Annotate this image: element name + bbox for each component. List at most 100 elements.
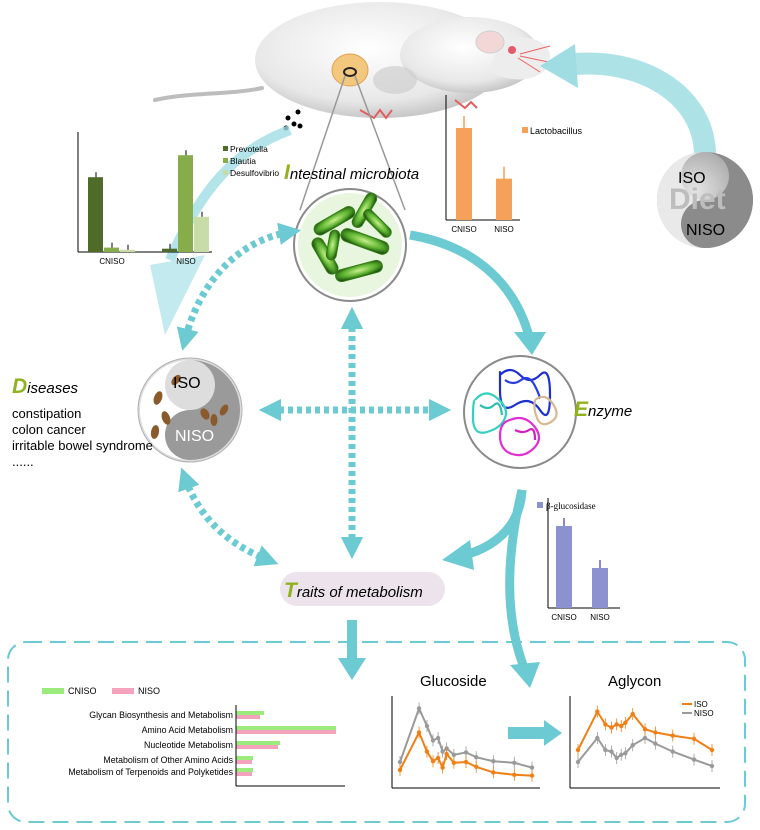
rat-illustration — [153, 2, 551, 120]
tick-label: CNISO — [99, 257, 124, 266]
data-point — [463, 750, 469, 755]
bar — [236, 745, 278, 749]
bar — [556, 526, 572, 608]
bar — [104, 247, 119, 252]
data-point — [670, 749, 675, 754]
dashed-arrows — [176, 222, 452, 567]
data-point — [670, 733, 675, 738]
bar — [592, 568, 608, 608]
legend-label: β-glucosidase — [546, 501, 596, 511]
data-point — [440, 749, 445, 754]
microbiota-circle — [293, 188, 407, 302]
diseases-yinyang — [137, 357, 243, 463]
traits-initial: T — [284, 579, 297, 602]
data-point — [619, 752, 624, 757]
data-point — [630, 711, 635, 717]
category-label: Glycan Biosynthesis and Metabolism — [89, 710, 233, 720]
diet-iso-label: ISO — [678, 170, 706, 187]
data-point — [595, 709, 600, 714]
chart-title: Glucoside — [420, 673, 487, 690]
data-point — [575, 759, 581, 765]
chart-title: Aglycon — [608, 673, 661, 690]
enzyme-circle — [463, 355, 577, 469]
data-point — [575, 747, 581, 753]
disease-item: ...... — [12, 454, 34, 469]
data-point — [623, 720, 628, 725]
data-point — [430, 759, 436, 764]
data-point — [444, 751, 449, 757]
diseases-rest: iseases — [27, 380, 79, 397]
data-point — [529, 773, 535, 778]
data-point — [642, 727, 648, 732]
traits-rest: raits of metabolism — [296, 584, 423, 601]
disease-niso-label: NISO — [175, 428, 215, 445]
data-point — [435, 755, 441, 761]
tick-label: NISO — [494, 225, 514, 234]
data-point — [416, 706, 422, 711]
data-point — [451, 752, 457, 757]
enzyme-rest: nzyme — [588, 403, 633, 420]
data-point — [491, 759, 496, 764]
data-point — [603, 747, 608, 753]
data-point — [709, 747, 715, 753]
bar — [162, 248, 177, 252]
data-point — [709, 763, 715, 769]
data-point — [491, 770, 496, 775]
category-label: Metabolism of Terpenoids and Polyketides — [68, 767, 233, 777]
microbiota-title: Intestinal microbiota — [284, 161, 419, 185]
category-label: Nucleotide Metabolism — [144, 740, 233, 750]
data-point — [642, 735, 648, 741]
enzyme-title: Enzyme — [574, 398, 632, 422]
legend-swatch — [42, 688, 64, 694]
bar — [236, 760, 252, 764]
category-label: Amino Acid Metabolism — [142, 725, 233, 735]
data-point — [691, 736, 697, 741]
traits-title: Traits of metabolism — [284, 579, 423, 603]
disease-item: irritable bowel syndrome — [12, 438, 153, 453]
diet-yinyang — [657, 152, 753, 248]
legend-swatch — [223, 170, 228, 175]
tick-label: NISO — [176, 257, 196, 266]
disease-item: colon cancer — [12, 422, 86, 437]
legend-label: NISO — [694, 709, 714, 718]
legend-swatch — [522, 127, 528, 133]
legend-swatch — [223, 158, 228, 163]
bar — [496, 178, 512, 220]
data-point — [430, 738, 436, 743]
data-point — [609, 725, 614, 730]
data-point — [397, 767, 403, 773]
microbiota-initial: I — [284, 161, 290, 184]
data-point — [397, 759, 403, 765]
bar — [456, 128, 472, 220]
data-point — [529, 765, 535, 770]
data-point — [653, 741, 658, 746]
data-point — [474, 764, 479, 769]
data-point — [474, 755, 479, 760]
legend-label: NISO — [138, 686, 160, 696]
data-point — [463, 759, 469, 765]
data-point — [653, 730, 658, 735]
data-point — [691, 757, 697, 762]
legend-swatch — [112, 688, 134, 694]
data-point — [614, 755, 619, 761]
data-point — [595, 735, 600, 741]
legend-label: Prevotella — [230, 144, 268, 154]
data-point — [619, 723, 624, 729]
bar — [236, 741, 280, 745]
bar — [236, 711, 264, 715]
data-point — [424, 723, 430, 729]
data-point — [603, 722, 608, 727]
bar — [236, 726, 336, 730]
legend-label: Desulfovibrio — [230, 168, 279, 178]
bar — [88, 177, 103, 252]
tick-label: CNISO — [551, 613, 576, 622]
legend-label: Blautia — [230, 156, 256, 166]
data-point — [435, 735, 441, 741]
diseases-title: Diseases — [12, 375, 78, 399]
data-point — [416, 730, 422, 735]
tick-label: NISO — [590, 613, 610, 622]
legend-swatch — [537, 502, 543, 508]
enzyme-initial: E — [574, 398, 589, 421]
